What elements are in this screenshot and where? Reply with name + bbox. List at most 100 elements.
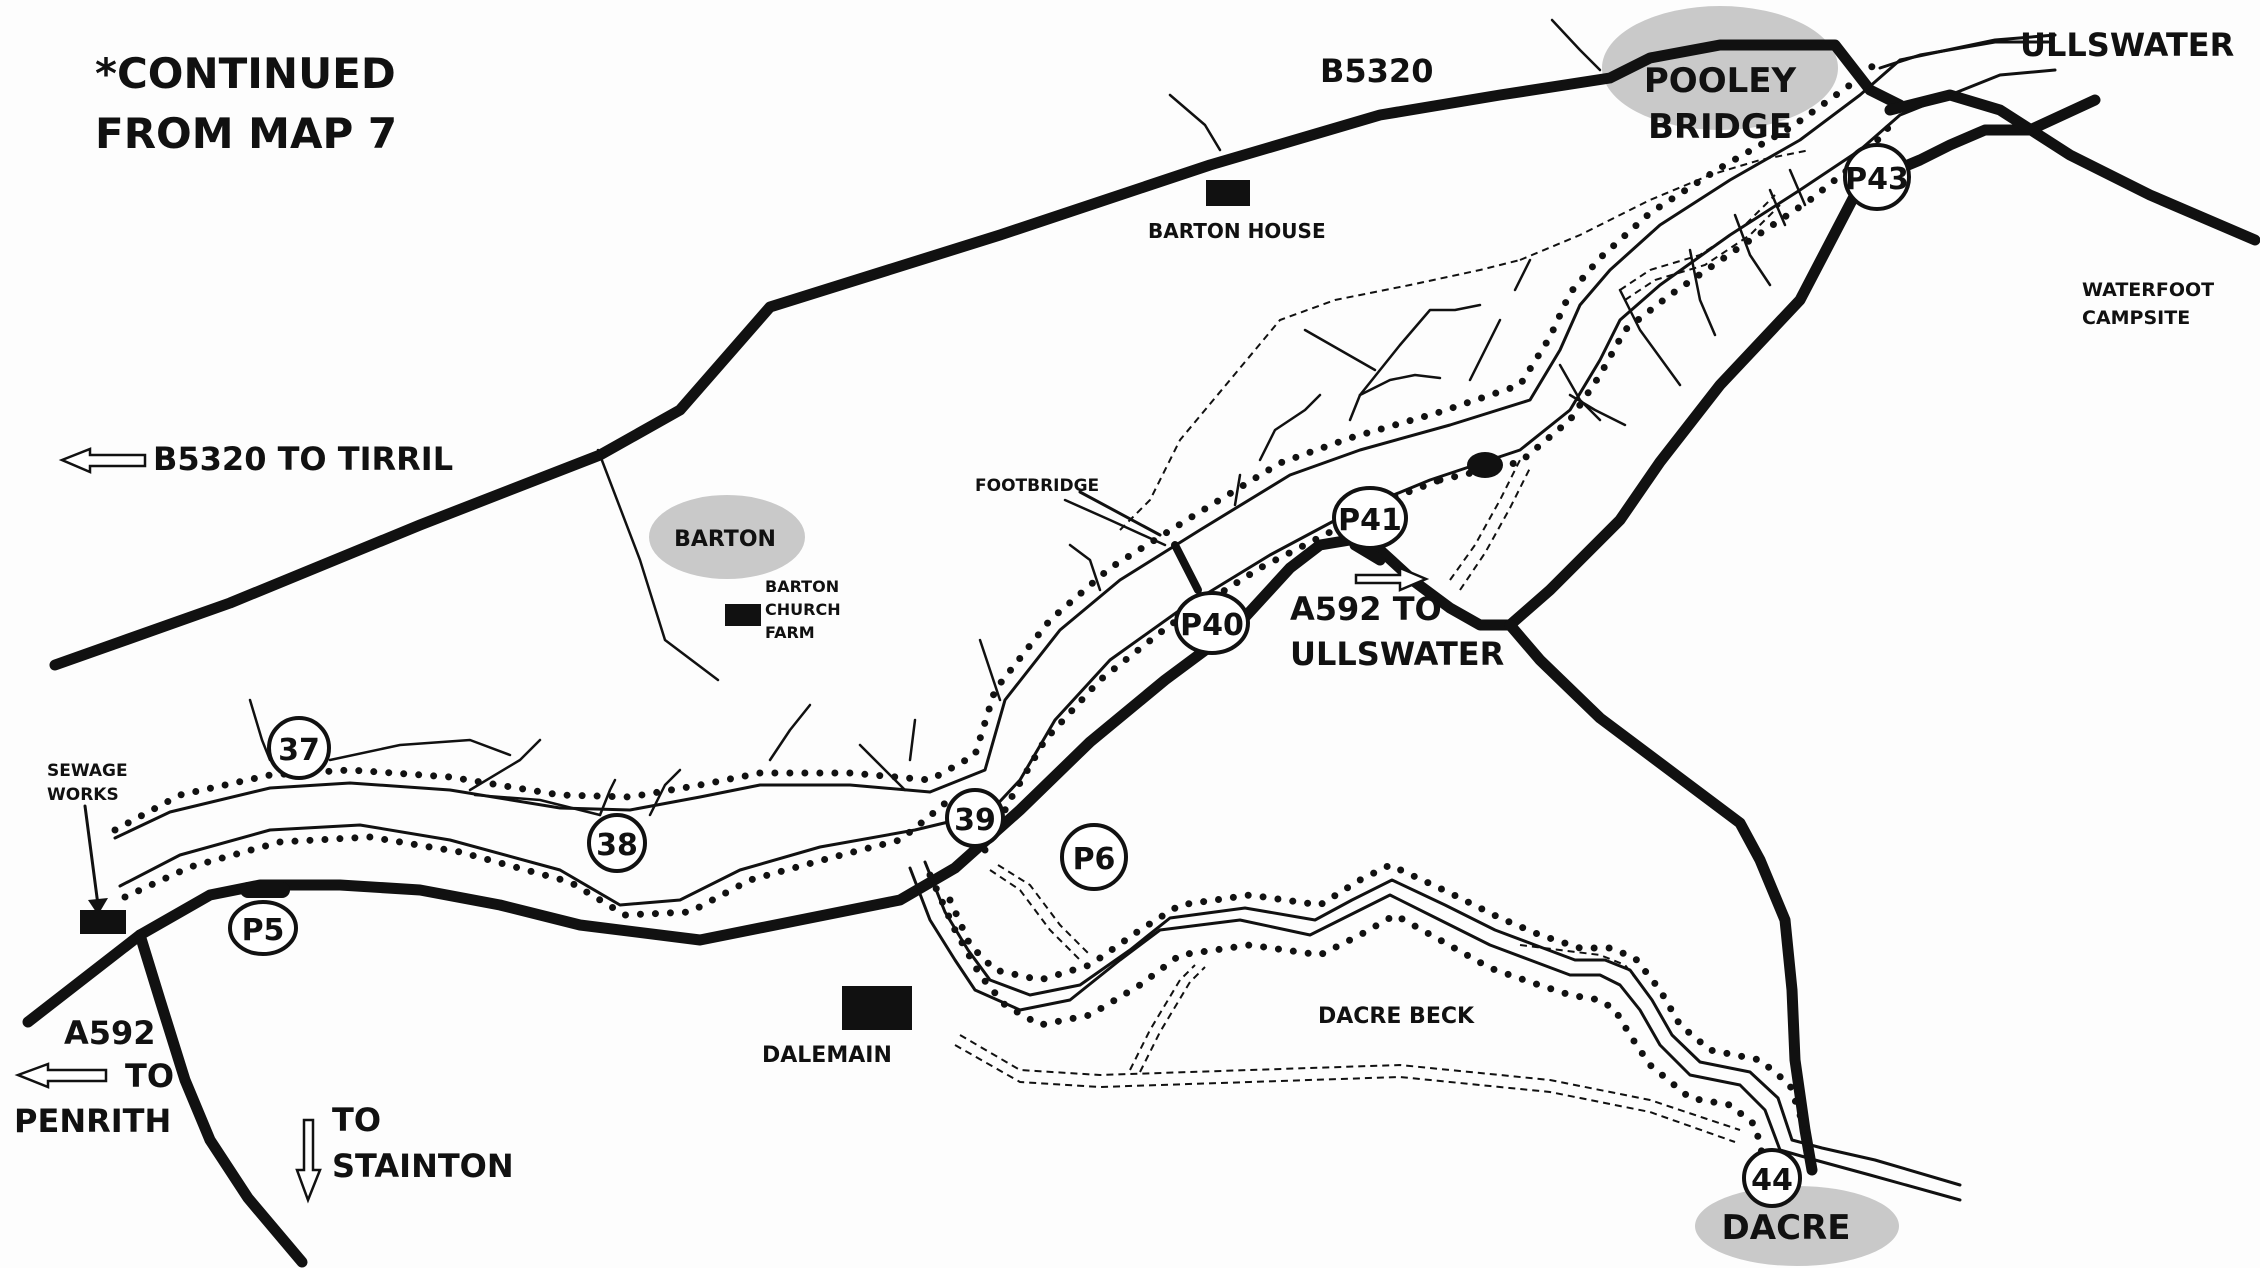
marker-39: 39 bbox=[945, 788, 1005, 848]
road-to-dacre bbox=[1504, 619, 1818, 1176]
track-4 bbox=[473, 793, 602, 817]
track-24 bbox=[1733, 213, 1772, 287]
stream-pooley-1 bbox=[1550, 18, 1602, 72]
track-18 bbox=[1468, 318, 1502, 382]
track-23 bbox=[1688, 248, 1717, 337]
footpath-valley-2 bbox=[954, 1044, 1736, 1143]
track-11 bbox=[1068, 543, 1102, 592]
label-to-penrith-to: TO bbox=[125, 1057, 174, 1095]
marker-p41: P41 bbox=[1332, 486, 1408, 550]
marker-p41-label: P41 bbox=[1338, 503, 1402, 538]
label-barton-church-line-3: FARM bbox=[765, 623, 815, 642]
track-13 bbox=[1258, 393, 1322, 462]
track-6 bbox=[648, 768, 682, 817]
sewage-works-pointer bbox=[83, 804, 100, 907]
marker-p40-label: P40 bbox=[1180, 608, 1244, 643]
dalemain-building bbox=[842, 986, 912, 1030]
track-12 bbox=[1233, 473, 1242, 507]
footbridge-pointer bbox=[1078, 490, 1162, 537]
label-waterfoot-line-1: WATERFOOT bbox=[2082, 279, 2214, 301]
marker-38-label: 38 bbox=[596, 828, 638, 863]
label-ullswater-top: ULLSWATER bbox=[2020, 26, 2234, 64]
track-8 bbox=[858, 743, 907, 792]
walking-route-north bbox=[111, 56, 1884, 834]
track-5 bbox=[598, 778, 617, 817]
track-7 bbox=[768, 703, 812, 762]
car-park-p5 bbox=[240, 882, 290, 898]
footpath-valley-1 bbox=[959, 1034, 1741, 1131]
track-3 bbox=[468, 738, 542, 792]
label-dacre-beck: DACRE BECK bbox=[1318, 1004, 1475, 1029]
pooley-bridge-area bbox=[1602, 6, 1838, 130]
footpath-dacre-5 bbox=[1519, 944, 1646, 991]
place-pooley-bridge-line-2: BRIDGE bbox=[1648, 107, 1792, 147]
label-a592: A592 bbox=[64, 1014, 156, 1052]
label-penrith: PENRITH bbox=[14, 1102, 171, 1140]
stream-barton bbox=[596, 448, 720, 682]
map-title-line-1: *CONTINUED bbox=[95, 49, 396, 98]
track-9 bbox=[908, 718, 917, 762]
footpath-north-1 bbox=[1119, 259, 1521, 531]
arrow-right-ullswater bbox=[1354, 566, 1430, 592]
track-1 bbox=[248, 698, 272, 762]
marker-44: 44 bbox=[1742, 1148, 1802, 1208]
label-barton-church-line-2: CHURCH bbox=[765, 600, 841, 619]
marker-p6-label: P6 bbox=[1073, 842, 1116, 877]
footpath-dacre-3 bbox=[1129, 964, 1196, 1071]
marker-37: 37 bbox=[267, 716, 331, 780]
marker-p40: P40 bbox=[1174, 591, 1250, 655]
marker-p43-label: P43 bbox=[1845, 162, 1909, 197]
label-sewage-line-1: SEWAGE bbox=[47, 761, 128, 781]
marker-p5: P5 bbox=[228, 882, 298, 956]
arrow-left-penrith bbox=[14, 1062, 108, 1089]
river-eamont-north-bank bbox=[113, 33, 2057, 840]
footpath-south-2 bbox=[1459, 467, 1531, 591]
road-a592-to-penrith bbox=[22, 94, 2101, 1028]
footpath-north-2 bbox=[1519, 149, 1811, 261]
dacre-area bbox=[1695, 1186, 1899, 1266]
footpath-dacre-1 bbox=[989, 869, 1081, 961]
sewage-works-building bbox=[80, 910, 126, 934]
label-dalemain: DALEMAIN bbox=[762, 1043, 892, 1068]
place-pooley-bridge-line-1: POOLEY bbox=[1644, 61, 1797, 101]
dacre-beck-route-south bbox=[926, 871, 1769, 1169]
marker-p5-label: P5 bbox=[242, 913, 285, 948]
arrow-down-stainton bbox=[295, 1118, 322, 1204]
road-a592-to-ullswater bbox=[1884, 89, 2260, 246]
track-footbridge bbox=[1063, 498, 1167, 547]
footpath-dacre-2 bbox=[997, 864, 1091, 956]
label-footbridge: FOOTBRIDGE bbox=[975, 476, 1099, 496]
label-to-stainton-line-1: TO bbox=[332, 1101, 381, 1139]
barton-area bbox=[649, 495, 805, 579]
footpath-east-1 bbox=[1619, 194, 1776, 291]
marker-38: 38 bbox=[587, 813, 647, 873]
track-10 bbox=[978, 638, 1002, 702]
label-barton-house: BARTON HOUSE bbox=[1148, 219, 1326, 243]
label-to-stainton-line-2: STAINTON bbox=[332, 1147, 514, 1185]
track-15 bbox=[1348, 343, 1402, 422]
marker-39-label: 39 bbox=[954, 803, 996, 838]
track-16 bbox=[1358, 373, 1442, 397]
river-top-third bbox=[1878, 40, 2050, 70]
place-barton: BARTON bbox=[674, 527, 776, 552]
label-waterfoot-line-2: CAMPSITE bbox=[2082, 307, 2190, 329]
map-title-line-2: FROM MAP 7 bbox=[95, 109, 397, 158]
dacre-beck-north-bank bbox=[908, 866, 1962, 1202]
marker-44-label: 44 bbox=[1751, 1163, 1793, 1198]
arrow-left-tirril bbox=[58, 447, 147, 474]
road-to-stainton bbox=[134, 929, 308, 1268]
walking-route-south bbox=[121, 791, 959, 919]
barton-church-farm-building bbox=[725, 604, 761, 626]
barton-house-building bbox=[1206, 180, 1250, 206]
label-b5320-to-tirril: B5320 TO TIRRIL bbox=[153, 440, 453, 478]
stream-barton-house bbox=[1168, 93, 1222, 152]
dacre-beck-south-bank bbox=[923, 860, 1962, 1187]
footpath-east-2 bbox=[1624, 204, 1781, 301]
label-sewage-line-2: WORKS bbox=[47, 785, 119, 805]
sewage-works-pointer-head bbox=[88, 898, 108, 915]
track-2 bbox=[328, 738, 512, 762]
track-21 bbox=[1568, 393, 1627, 427]
track-14 bbox=[1303, 328, 1377, 372]
track-22 bbox=[1618, 288, 1682, 387]
